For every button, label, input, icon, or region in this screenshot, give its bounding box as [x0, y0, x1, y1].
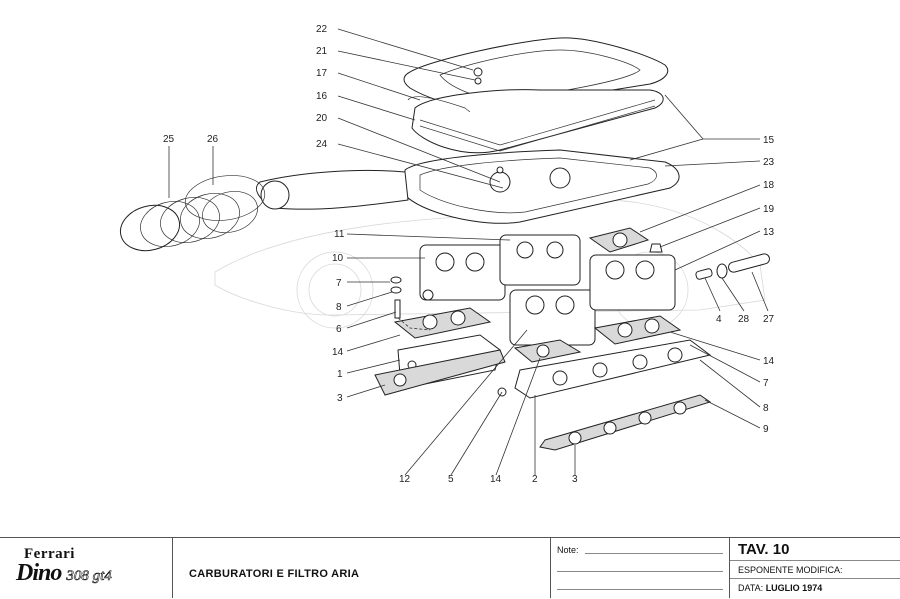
callout-labels: 22 21 17 16 20 24 25 26 15 23 18 19 13 1… [163, 24, 775, 485]
callout-14-left: 14 [332, 347, 344, 358]
callout-26: 26 [207, 134, 219, 145]
model-name: Dino [16, 560, 62, 586]
notes-cell: Note: [551, 538, 730, 598]
table-title: CARBURATORI E FILTRO ARIA [189, 568, 360, 580]
intake-bellows [119, 175, 266, 252]
callout-16: 16 [316, 91, 328, 102]
note-line-2 [557, 571, 723, 572]
sheet-info-cell: TAV. 10 ESPONENTE MODIFICA: DATA: LUGLIO… [730, 538, 900, 598]
exploded-parts-diagram: 22 21 17 16 20 24 25 26 15 23 18 19 13 1… [119, 24, 775, 485]
callout-19: 19 [763, 204, 775, 215]
callout-22: 22 [316, 24, 328, 35]
date-label: DATA: [738, 583, 764, 593]
title-block: Ferrari Dino 308 gt4 CARBURATORI E FILTR… [0, 537, 900, 598]
callout-8-right: 8 [763, 403, 769, 414]
callout-18: 18 [763, 180, 775, 191]
note-line-1 [585, 553, 723, 554]
sheet-number: TAV. 10 [738, 541, 790, 558]
callout-24: 24 [316, 139, 328, 150]
gaskets [393, 227, 682, 363]
callout-7-left: 7 [336, 278, 342, 289]
callout-1: 1 [337, 369, 343, 380]
callout-20: 20 [316, 113, 328, 124]
leader-lines [168, 28, 769, 476]
date-field: DATA: LUGLIO 1974 [738, 583, 822, 593]
callout-13: 13 [763, 227, 775, 238]
table-title-cell: CARBURATORI E FILTRO ARIA [173, 538, 551, 598]
callout-17: 17 [316, 68, 328, 79]
callout-3-left: 3 [337, 393, 343, 404]
modification-label: ESPONENTE MODIFICA: [738, 565, 843, 575]
note-line-3 [557, 589, 723, 590]
date-row: DATA: LUGLIO 1974 [730, 578, 900, 599]
callout-23: 23 [763, 157, 775, 168]
date-value: LUGLIO 1974 [765, 583, 823, 593]
callout-12: 12 [399, 474, 411, 485]
callout-10: 10 [332, 253, 344, 264]
callout-21: 21 [316, 46, 328, 57]
callout-25: 25 [163, 134, 175, 145]
model-suffix: 308 gt4 [66, 568, 112, 585]
filter-base-housing [256, 149, 680, 224]
callout-27: 27 [763, 314, 775, 325]
modification-row: ESPONENTE MODIFICA: [730, 560, 900, 579]
callout-9: 9 [763, 424, 769, 435]
callout-15: 15 [763, 135, 775, 146]
callout-28: 28 [738, 314, 750, 325]
dino-logo: Dino 308 gt4 [16, 560, 112, 587]
callout-5: 5 [448, 474, 454, 485]
filter-element [407, 89, 664, 154]
carburettors [419, 234, 676, 346]
manifold-gaskets [374, 349, 712, 451]
callout-2: 2 [532, 474, 538, 485]
callout-14-bottom: 14 [490, 474, 502, 485]
logo-cell: Ferrari Dino 308 gt4 [0, 538, 173, 598]
callout-3-bottom: 3 [572, 474, 578, 485]
ferrari-logo: Ferrari [24, 546, 75, 562]
callout-11: 11 [334, 229, 345, 240]
callout-8-left: 8 [336, 302, 342, 313]
notes-label: Note: [557, 545, 579, 555]
callout-7-right: 7 [763, 378, 769, 389]
callout-4: 4 [716, 314, 722, 325]
callout-14-right: 14 [763, 356, 775, 367]
callout-6: 6 [336, 324, 342, 335]
